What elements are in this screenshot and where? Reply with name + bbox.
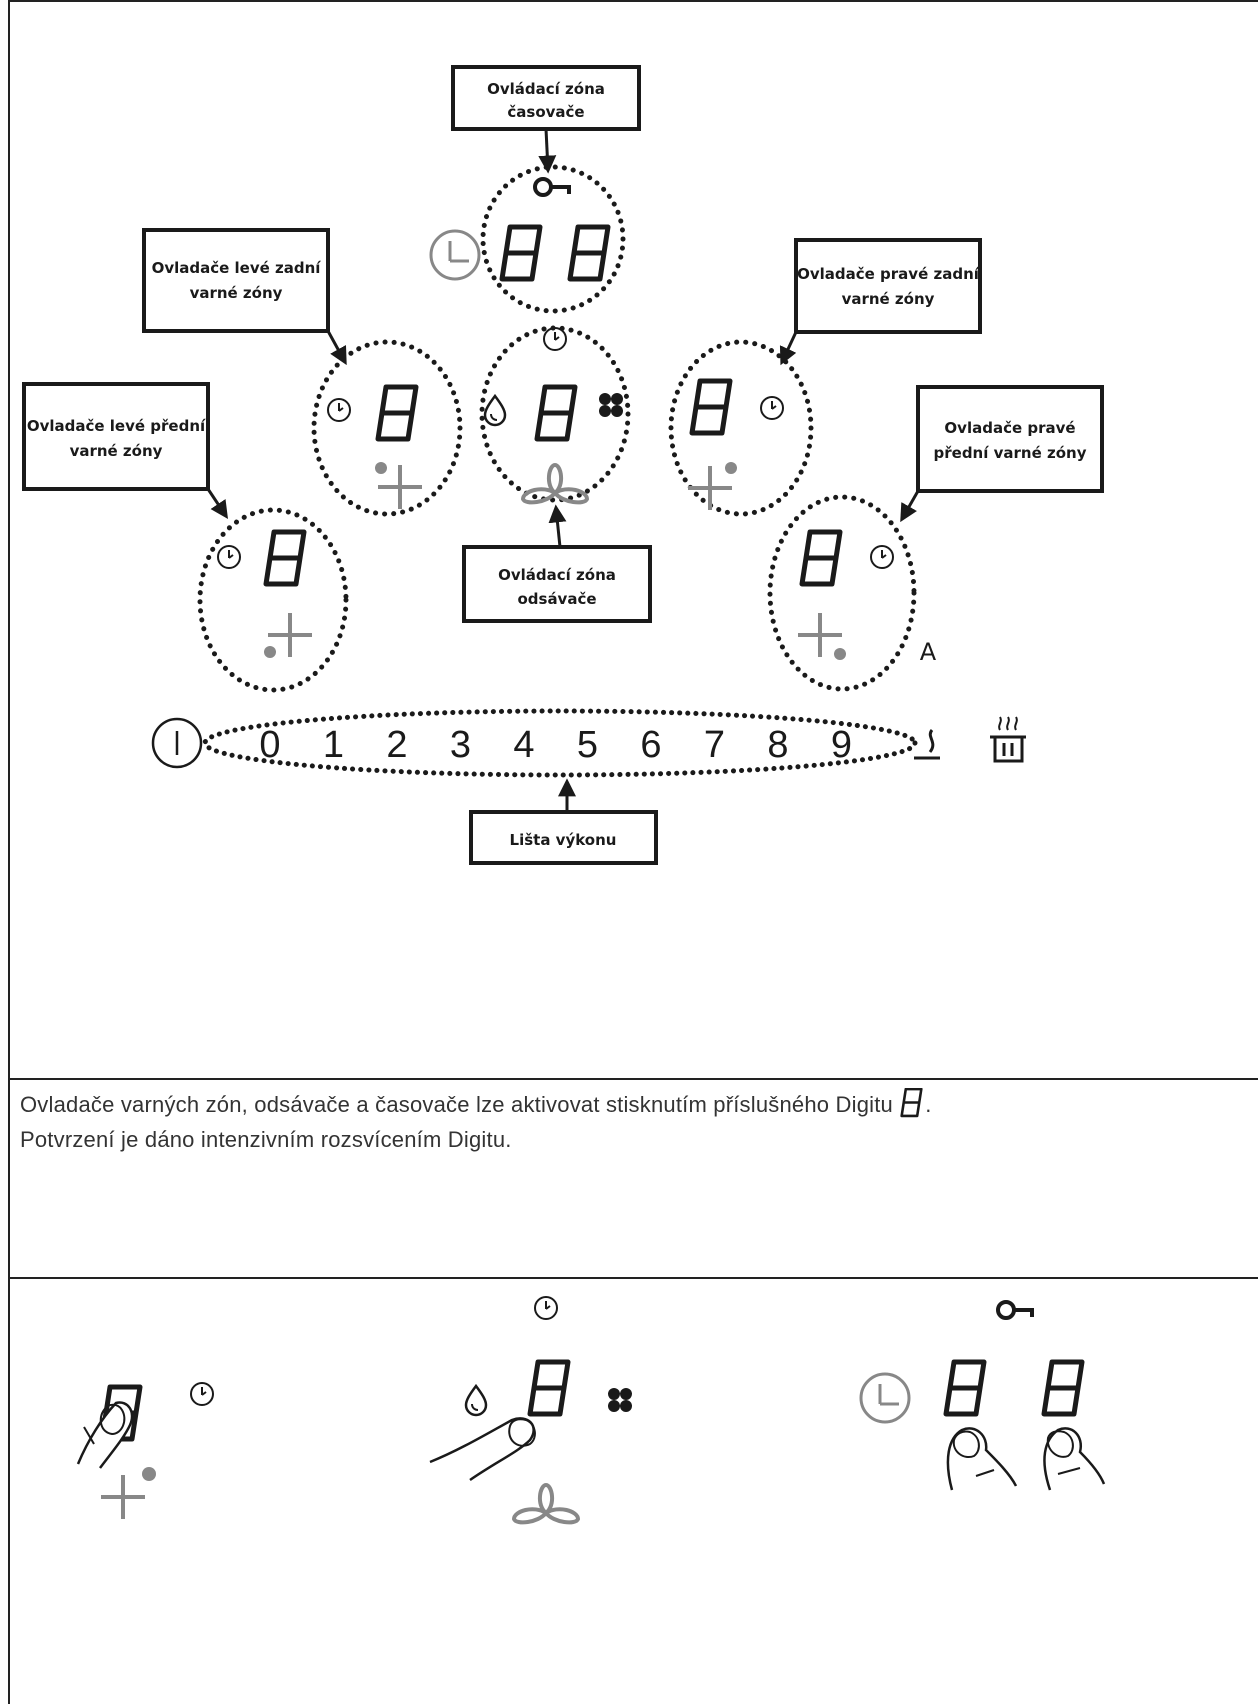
example-zone-press (76, 1382, 214, 1521)
timer-icon[interactable] (543, 327, 567, 351)
callout-arrow (206, 488, 228, 519)
callout-arrow (548, 504, 567, 548)
key-icon[interactable] (533, 177, 573, 197)
callout-right-rear: Ovladače pravé zadní varné zóny (779, 238, 982, 366)
example-hood-press (429, 1296, 632, 1525)
timer-icon[interactable] (870, 545, 894, 569)
zone-digit[interactable] (266, 532, 304, 584)
description-panel (8, 1078, 1258, 1279)
timer-digit-units[interactable] (570, 227, 608, 279)
callout-text: Ovladače pravé zadní (797, 265, 980, 283)
timer-icon[interactable] (217, 545, 241, 569)
callout-hood-zone: Ovládací zóna odsávače (462, 504, 652, 623)
digit-icon (900, 1088, 923, 1118)
callout-text: odsávače (517, 590, 596, 608)
finger-icon (429, 1417, 536, 1482)
timer-icon[interactable] (327, 398, 351, 422)
fan-icon[interactable] (608, 1388, 632, 1412)
pot-icon[interactable] (990, 716, 1026, 763)
finger-icon (1043, 1427, 1106, 1491)
power-level-1[interactable]: 1 (323, 724, 344, 766)
fan-icon[interactable] (599, 393, 623, 417)
callout-text: Ovládací zóna (487, 80, 605, 98)
description-line-1: Ovladače varných zón, odsávače a časovač… (20, 1088, 932, 1118)
indicator-dot (264, 646, 276, 658)
callout-arrow (538, 128, 557, 174)
indicator-dot (834, 648, 846, 660)
description-text: Ovladače varných zón, odsávače a časovač… (20, 1092, 893, 1117)
right-rear-zone[interactable] (668, 339, 814, 517)
callout-arrow (779, 331, 798, 366)
control-panel-diagram (8, 0, 1258, 1080)
callout-text: varné zóny (190, 284, 283, 302)
key-icon[interactable] (996, 1300, 1036, 1320)
callout-left-rear: Ovladače levé zadní varné zóny (142, 228, 347, 366)
drop-icon[interactable] (483, 394, 507, 427)
example-timer-press (859, 1300, 1106, 1491)
indicator-dot (725, 462, 737, 474)
power-level-8[interactable]: 8 (767, 724, 788, 766)
timer-icon[interactable] (534, 1296, 558, 1320)
callout-timer-zone: Ovládací zóna časovače (451, 65, 641, 174)
callout-text: Lišta výkonu (510, 831, 617, 849)
callout-arrow (326, 330, 347, 366)
callout-text: Ovladače levé zadní (152, 259, 322, 277)
timer-icon[interactable] (190, 1382, 214, 1406)
power-level-4[interactable]: 4 (513, 724, 534, 766)
timer-digit-units[interactable] (1044, 1362, 1082, 1414)
callout-text: varné zóny (70, 442, 163, 460)
clock-icon[interactable] (859, 1372, 911, 1424)
zone-digit[interactable] (802, 532, 840, 584)
power-level-3[interactable]: 3 (450, 724, 471, 766)
power-level-0[interactable]: 0 (259, 724, 280, 766)
left-front-zone[interactable] (197, 507, 349, 693)
plus-icon[interactable] (99, 1473, 147, 1521)
callout-power-bar: Lišta výkonu (469, 778, 658, 865)
power-level-7[interactable]: 7 (704, 724, 725, 766)
description-period: . (925, 1092, 932, 1117)
auto-letter: A (920, 638, 937, 666)
finger-icon (946, 1427, 1018, 1491)
timer-digit-tens[interactable] (502, 227, 540, 279)
left-rear-zone[interactable] (311, 339, 463, 517)
timer-digit-tens[interactable] (946, 1362, 984, 1414)
callout-right-front: Ovladače pravé přední varné zóny (900, 385, 1104, 523)
plus-icon[interactable] (686, 464, 734, 512)
indicator-dot (375, 462, 387, 474)
drop-icon[interactable] (464, 1384, 488, 1417)
power-icon[interactable] (151, 717, 203, 769)
callout-text: Ovladače levé přední (27, 417, 206, 435)
right-front-zone[interactable] (767, 494, 917, 692)
power-level-5[interactable]: 5 (577, 724, 598, 766)
clock-icon[interactable] (429, 229, 481, 281)
indicator-dot (142, 1467, 156, 1481)
power-level-9[interactable]: 9 (831, 724, 852, 766)
hood-digit[interactable] (537, 387, 575, 439)
timer-zone[interactable] (480, 164, 626, 314)
timer-icon[interactable] (760, 396, 784, 420)
callout-text: Ovládací zóna (498, 566, 616, 584)
callout-text: Ovladače pravé (944, 419, 1075, 437)
callout-arrow (900, 490, 920, 523)
description-line-2: Potvrzení je dáno intenzivním rozsvícení… (20, 1127, 512, 1152)
power-level-6[interactable]: 6 (640, 724, 661, 766)
hood-digit[interactable] (530, 1362, 568, 1414)
usage-panel (8, 1277, 1258, 1704)
zone-digit[interactable] (692, 381, 730, 433)
keep-warm-icon[interactable] (914, 729, 940, 760)
finger-icon (76, 1401, 134, 1469)
callout-text: časovače (507, 103, 584, 121)
callout-text: varné zóny (842, 290, 935, 308)
callout-text: přední varné zóny (934, 444, 1087, 462)
hood-fan-icon[interactable] (512, 1483, 580, 1525)
power-level-2[interactable]: 2 (386, 724, 407, 766)
callout-left-front: Ovladače levé přední varné zóny (22, 382, 228, 519)
hood-zone[interactable] (479, 325, 631, 505)
zone-digit[interactable] (378, 387, 416, 439)
